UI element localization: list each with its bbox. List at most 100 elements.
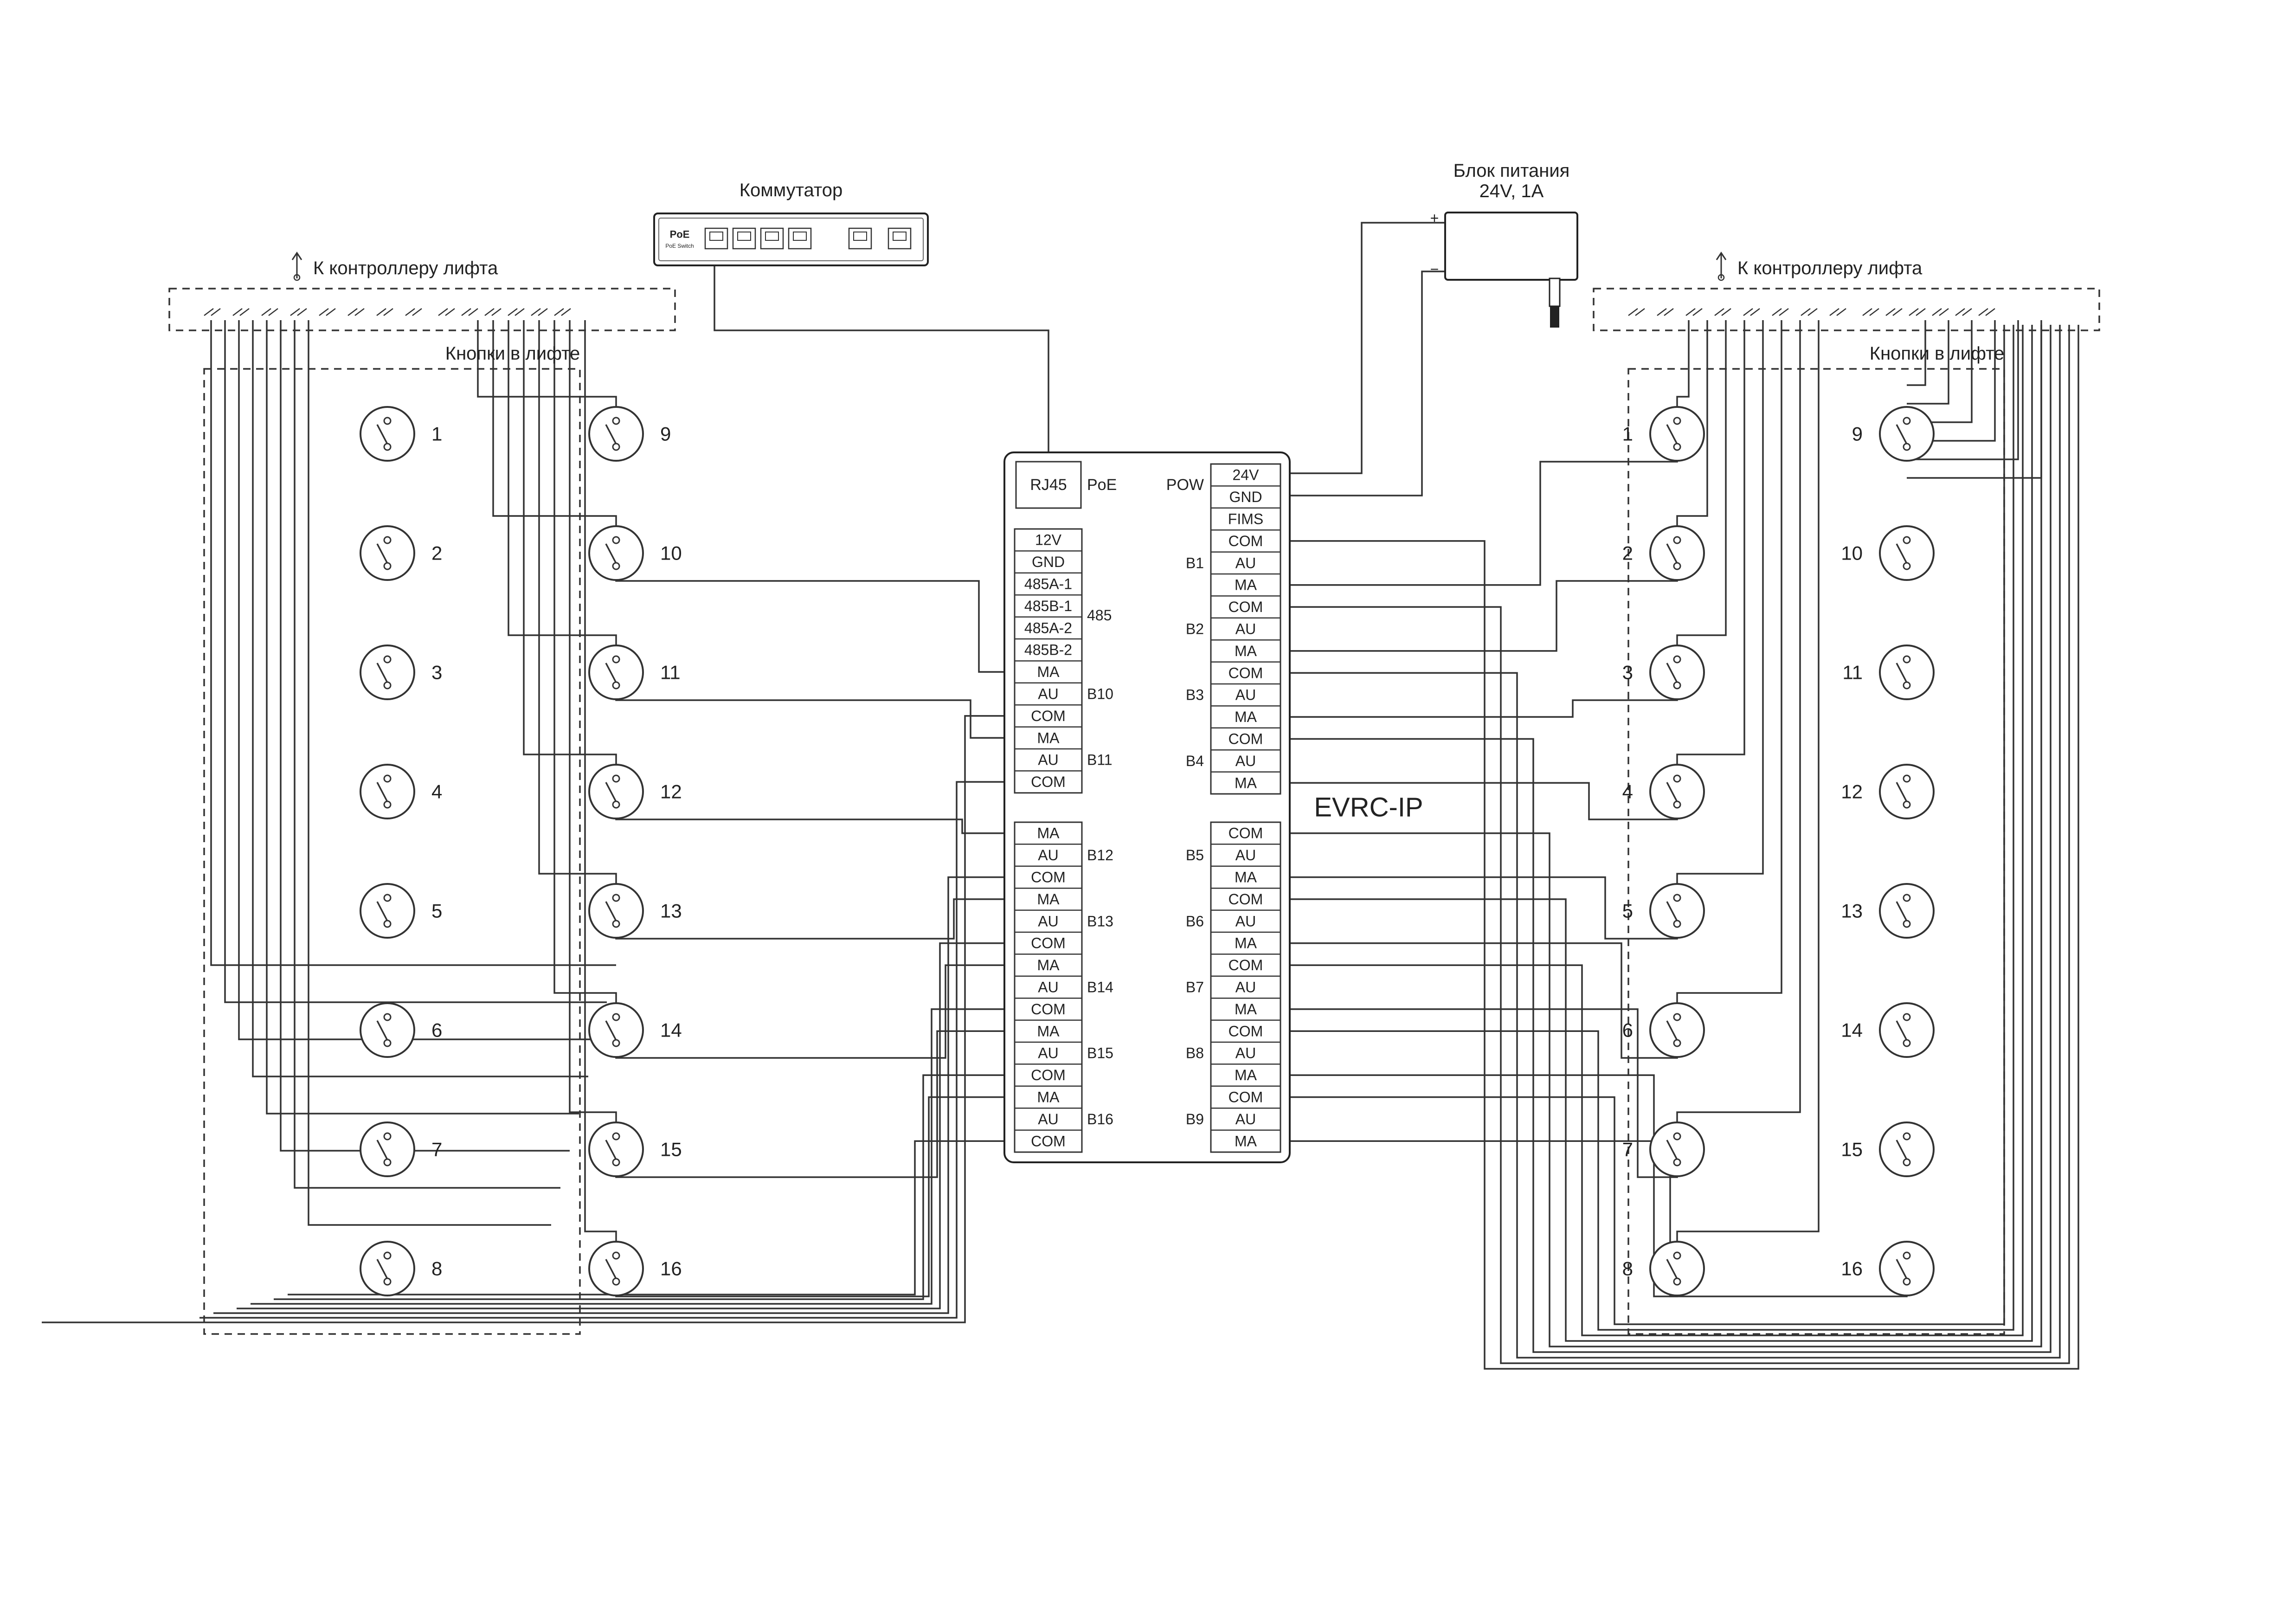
left-strip-terminal-icon [261, 308, 278, 316]
group-label-b10: B10 [1087, 686, 1113, 702]
right-button-15-contact [1903, 1132, 1911, 1141]
left-button-8-contact [383, 1251, 392, 1260]
left-button-2-contact [383, 562, 392, 570]
left-button-5-icon [360, 883, 415, 939]
left-button-3-switch-blade [376, 663, 388, 683]
wire-right-ma-b5 [1280, 876, 1678, 940]
wire-right-com-b4 [1280, 325, 2052, 1353]
right-button-8-icon [1649, 1241, 1705, 1296]
right-strip-terminal-icon [1909, 308, 1926, 316]
left-strip-terminal-icon [508, 308, 525, 316]
left-strip-terminal-icon [347, 308, 365, 316]
right-controller-label: К контроллеру лифта [1737, 258, 1923, 278]
right-terminal-ma: MA [1235, 643, 1257, 659]
left-button-9-contact [612, 443, 620, 451]
left-terminal-block-bottom [1014, 821, 1083, 1153]
wire-right-com-b1 [1280, 325, 2079, 1370]
left-arrow-up-icon-base [293, 274, 301, 281]
left-button-12-icon [588, 764, 644, 819]
left-controller-strip [168, 288, 676, 331]
left-terminal-au: AU [1038, 752, 1058, 768]
right-button-13-contact [1903, 894, 1911, 902]
left-button-5-switch-blade [376, 901, 388, 922]
left-terminal-ma: MA [1037, 891, 1060, 908]
left-button-12-label: 12 [660, 781, 682, 803]
left-terminal-au: AU [1038, 686, 1058, 702]
left-terminal-com: COM [1031, 869, 1066, 886]
left-button-3-contact [383, 681, 392, 690]
left-button-14-contact [612, 1039, 620, 1047]
right-terminal-com: COM [1228, 664, 1263, 681]
left-strip-terminal-icon [405, 308, 422, 316]
psu-plus-sign: + [1430, 210, 1439, 226]
wire-right-com-b3 [1280, 325, 2061, 1359]
right-button-4-label: 4 [1622, 781, 1633, 803]
left-button-3-contact [383, 655, 392, 664]
left-button-6-contact [383, 1013, 392, 1021]
wire-strip-left-b11 [508, 320, 617, 659]
left-buttons-label: Кнопки в лифте [445, 343, 580, 364]
left-strip-terminal-icon [204, 308, 221, 316]
wire-left-com-12 [213, 876, 1015, 1314]
right-button-12-switch-blade [1896, 782, 1908, 802]
left-button-6-switch-blade [376, 1020, 388, 1041]
right-button-5-switch-blade [1666, 901, 1678, 922]
left-button-15-icon [588, 1121, 644, 1177]
right-button-3-contact [1673, 655, 1681, 664]
wire-left-com-14 [251, 1008, 1015, 1305]
group-label-b13: B13 [1087, 913, 1113, 929]
left-button-6-label: 6 [431, 1019, 442, 1041]
right-terminal-com: COM [1228, 891, 1263, 908]
group-label-b16: B16 [1087, 1111, 1113, 1128]
left-buttons-frame [203, 368, 581, 1335]
right-terminal-ma: MA [1235, 774, 1257, 791]
left-button-13-contact [612, 894, 620, 902]
group-label-b11: B11 [1087, 752, 1113, 768]
left-button-7-label: 7 [431, 1139, 442, 1160]
left-strip-terminal-icon [376, 308, 393, 316]
left-button-11-switch-blade [605, 663, 617, 683]
switch-port-icon [704, 227, 728, 250]
right-button-3-icon [1649, 644, 1705, 700]
right-button-7-contact [1673, 1132, 1681, 1141]
right-button-13-icon [1879, 883, 1935, 939]
left-button-8-contact [383, 1277, 392, 1286]
right-buttons-frame [1627, 368, 2005, 1335]
right-button-16-contact [1903, 1251, 1911, 1260]
wire-right-com-b2 [1280, 325, 2070, 1364]
left-terminal-au: AU [1038, 913, 1058, 929]
group-label-b4: B4 [1186, 753, 1204, 769]
right-button-9-contact [1903, 443, 1911, 451]
left-button-11-icon [588, 644, 644, 700]
right-strip-terminal-icon [1628, 308, 1645, 316]
right-terminal-au: AU [1235, 753, 1256, 769]
right-terminal-au: AU [1235, 913, 1256, 929]
right-button-13-contact [1903, 920, 1911, 928]
wire-right-ma-b6 [1280, 942, 1678, 1059]
right-button-3-contact [1673, 681, 1681, 690]
right-strip-terminal-icon [1743, 308, 1760, 316]
left-terminal-com: COM [1031, 1001, 1066, 1018]
group-label-b6: B6 [1186, 913, 1204, 929]
group-label-b8: B8 [1186, 1045, 1204, 1062]
psu-minus-sign: − [1430, 261, 1439, 277]
right-controller-strip [1593, 288, 2100, 331]
left-button-15-label: 15 [660, 1139, 682, 1160]
right-button-15-label: 15 [1841, 1139, 1863, 1160]
left-button-9-switch-blade [605, 424, 617, 445]
right-terminal-ma: MA [1235, 709, 1257, 725]
right-button-10-switch-blade [1896, 543, 1908, 564]
right-strip-terminal-icon [1801, 308, 1818, 316]
left-strip-terminal-icon [461, 308, 478, 316]
psu-title-line1: Блок питания [1453, 161, 1570, 181]
right-button-1-contact [1673, 443, 1681, 451]
right-strip-terminal-icon [1932, 308, 1949, 316]
left-button-2-label: 2 [431, 542, 442, 564]
wire-left-com-11 [199, 781, 1015, 1319]
right-button-8-contact [1673, 1277, 1681, 1286]
right-button-2-icon [1649, 525, 1705, 581]
device-name: EVRC-IP [1314, 793, 1423, 823]
right-terminal-ma: MA [1235, 1001, 1257, 1018]
poe-switch-face-label: PoE [670, 229, 690, 240]
